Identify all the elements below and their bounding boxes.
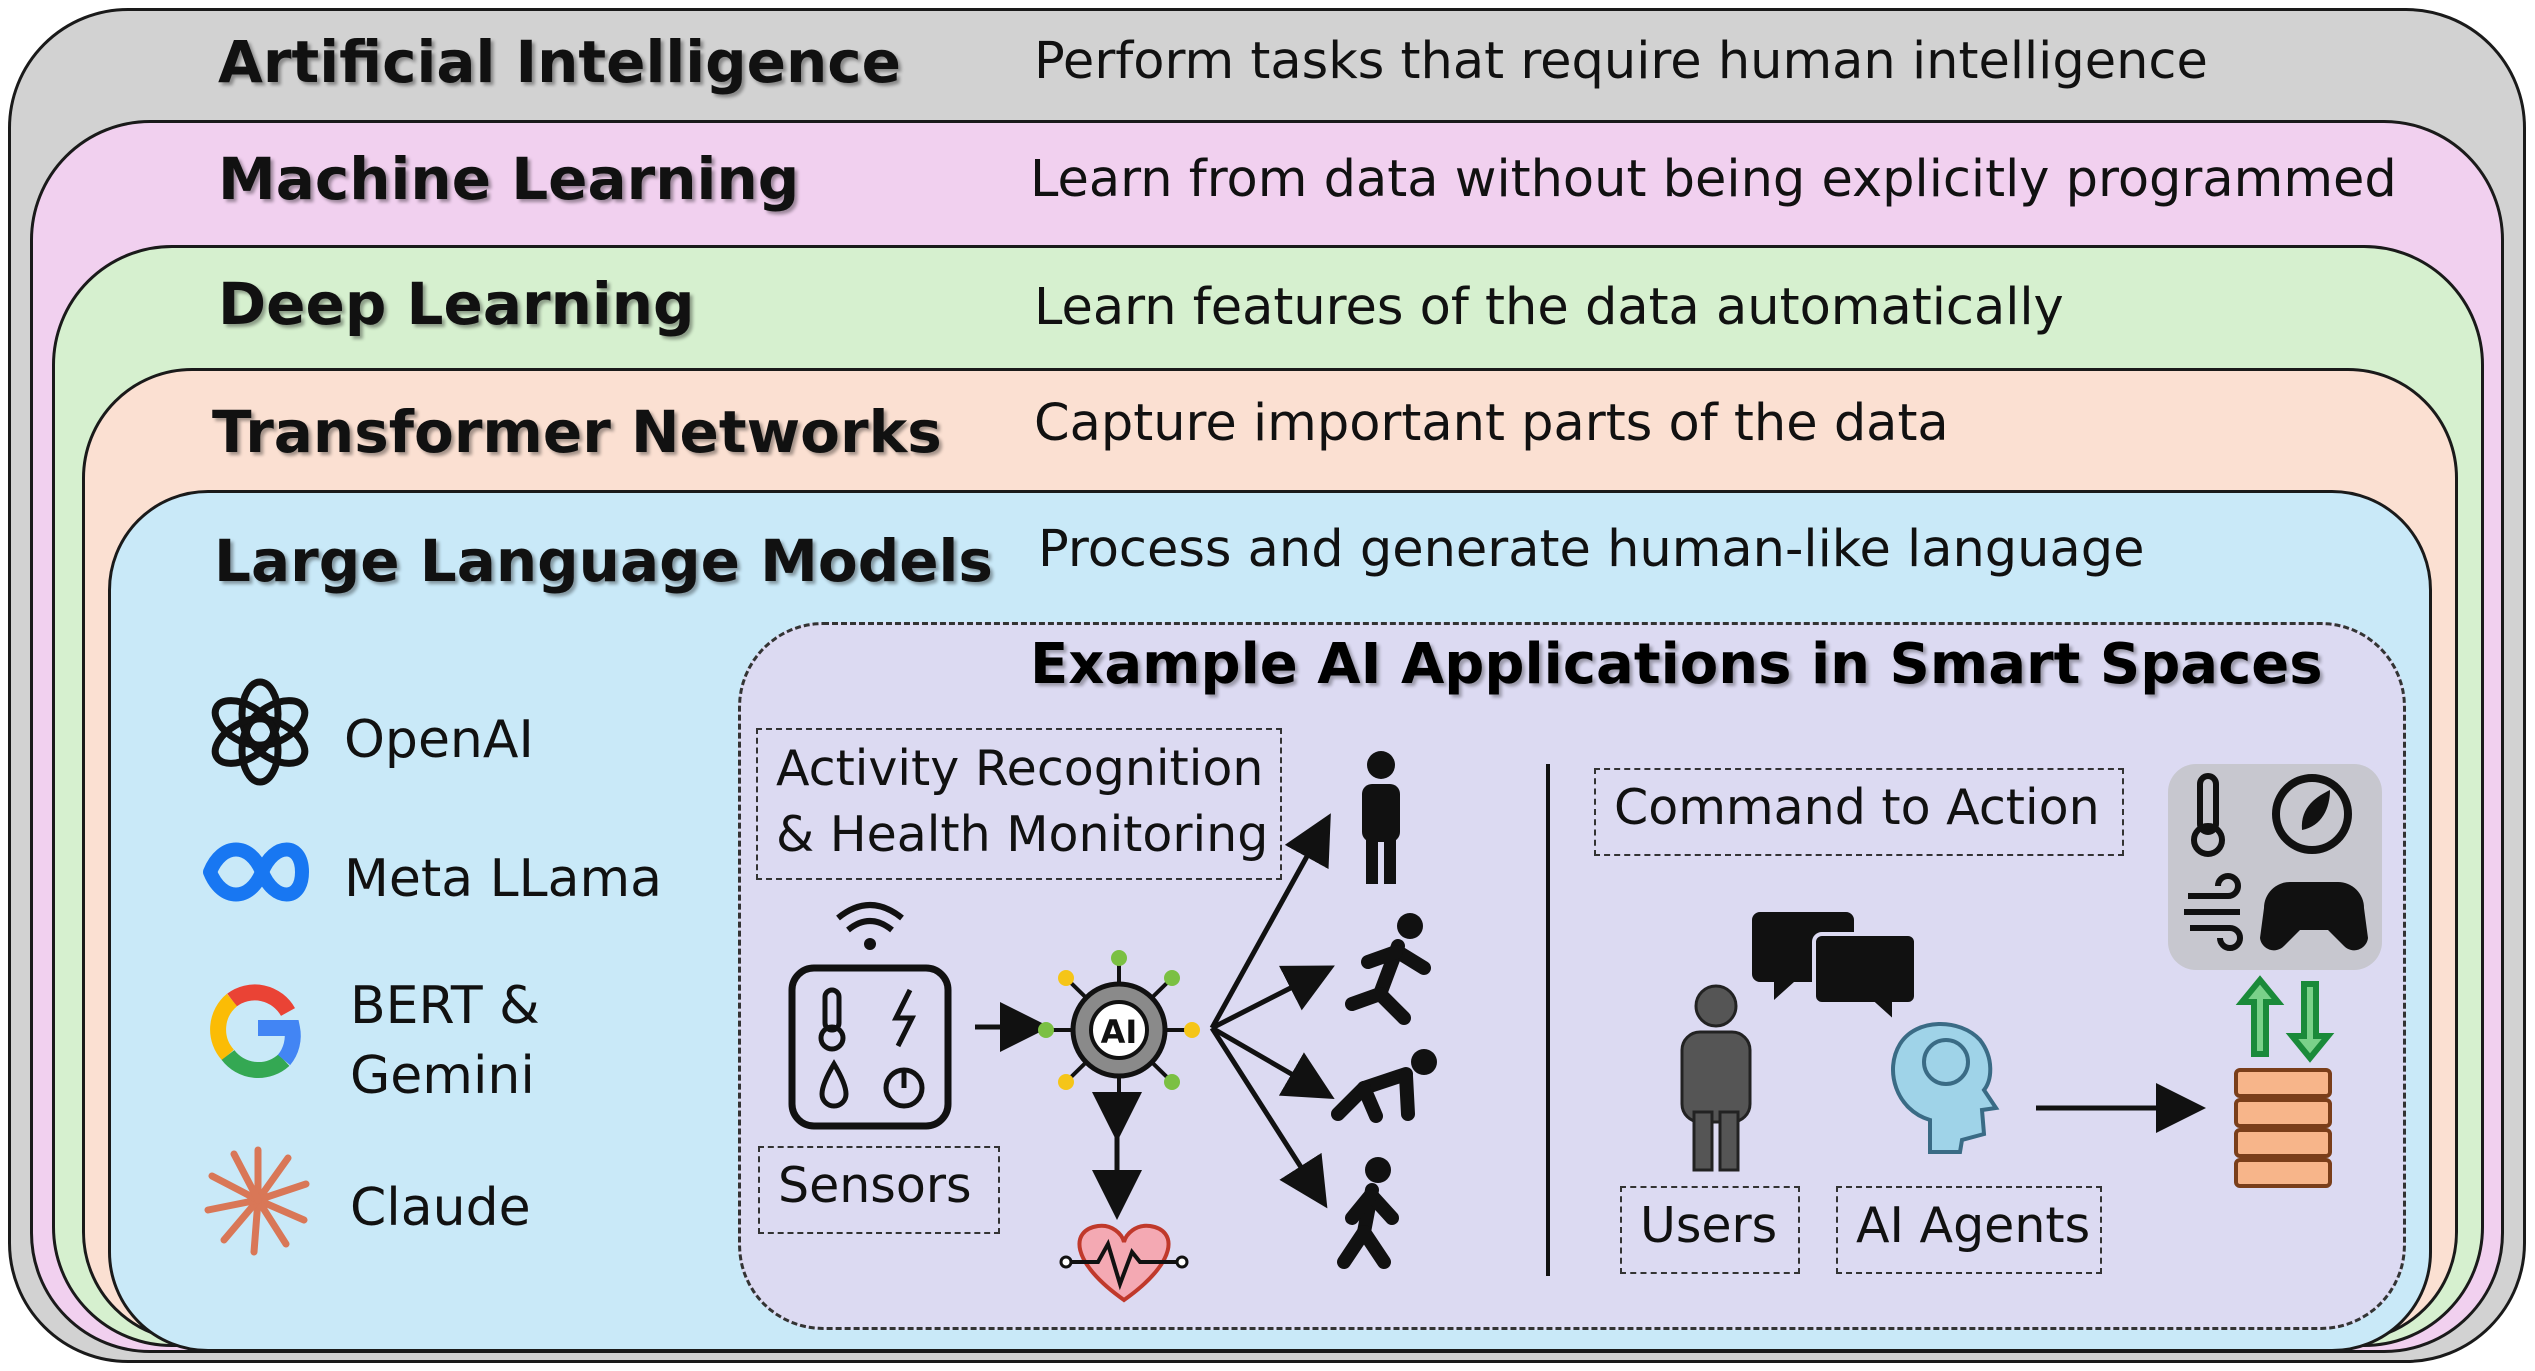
layer-title-ai: Artificial Intelligence [218, 28, 902, 96]
ai-agents-label: AI Agents [1836, 1186, 2102, 1274]
llm-label-meta: Meta LLama [344, 849, 662, 909]
layer-desc-ml: Learn from data without being explicitly… [1030, 150, 2397, 209]
layer-title-transformer: Transformer Networks [212, 398, 942, 466]
layer-desc-dl: Learn features of the data automatically [1034, 278, 2064, 337]
llm-label-claude: Claude [350, 1178, 531, 1238]
activity-line2: & Health Monitoring [776, 806, 1269, 863]
llm-label-bert-line1: BERT & [350, 976, 540, 1036]
command-to-action-label: Command to Action [1594, 768, 2124, 856]
activity-line1: Activity Recognition [776, 740, 1264, 797]
applications-title: Example AI Applications in Smart Spaces [1030, 632, 2323, 697]
llm-label-openai: OpenAI [344, 710, 534, 770]
applications-panel [738, 622, 2406, 1330]
sensors-label: Sensors [758, 1146, 1000, 1234]
activity-recognition-label: Activity Recognition & Health Monitoring [756, 728, 1282, 880]
layer-title-ml: Machine Learning [218, 145, 800, 213]
layer-title-llm: Large Language Models [214, 527, 993, 595]
layer-desc-transformer: Capture important parts of the data [1034, 394, 1949, 453]
llm-label-bert-line2: Gemini [350, 1046, 535, 1106]
layer-title-dl: Deep Learning [218, 270, 695, 338]
layer-desc-llm: Process and generate human-like language [1038, 520, 2145, 579]
users-label: Users [1620, 1186, 1800, 1274]
layer-desc-ai: Perform tasks that require human intelli… [1034, 32, 2208, 91]
